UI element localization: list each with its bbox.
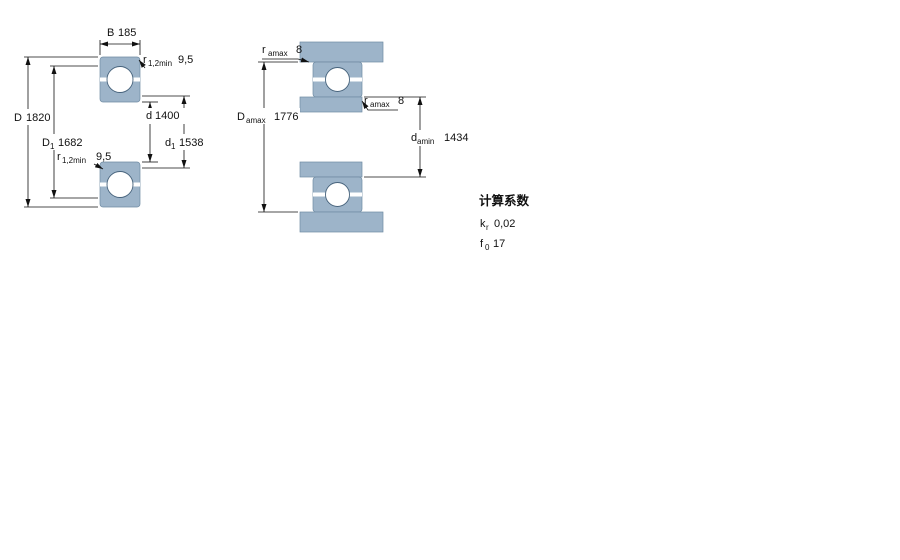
raceway-gap bbox=[313, 192, 326, 197]
label-backing bbox=[40, 134, 92, 150]
dim-ra-mid-value: 8 bbox=[398, 95, 404, 107]
dim-d-value: 1400 bbox=[155, 110, 179, 122]
left-dimension-lines bbox=[24, 40, 190, 208]
dim-D-value: 1820 bbox=[26, 112, 50, 124]
housing-section-bottom bbox=[299, 211, 384, 233]
dim-ra-mid-subscript: amax bbox=[370, 100, 390, 109]
raceway-gap bbox=[132, 77, 140, 82]
bearing-section-shapes bbox=[99, 56, 141, 208]
raceway-gap bbox=[313, 77, 326, 82]
left-dimension-labels: B 185 r 1,2min 9,5 D 1820 D 1 1682 d 140… bbox=[12, 27, 214, 165]
raceway-gap bbox=[132, 182, 140, 187]
shaft-shoulder-top bbox=[299, 96, 363, 113]
factor-f0-value: 17 bbox=[493, 238, 505, 250]
dim-r-bottom-value: 9,5 bbox=[96, 151, 111, 163]
dim-r-top-subscript: 1,2min bbox=[148, 59, 172, 68]
dim-r-bottom-subscript: 1,2min bbox=[62, 156, 86, 165]
dim-d-symbol: d bbox=[146, 110, 152, 122]
dim-Da-symbol: D bbox=[237, 111, 245, 123]
left-bearing-view: B 185 r 1,2min 9,5 D 1820 D 1 1682 d 140… bbox=[12, 27, 214, 208]
dim-d1-value: 1538 bbox=[179, 137, 203, 149]
label-backing bbox=[142, 108, 190, 124]
dim-ra-top-symbol: r bbox=[262, 44, 266, 56]
dim-D1-value: 1682 bbox=[58, 137, 82, 149]
factor-f0-subscript: 0 bbox=[485, 243, 490, 252]
right-mounting-view: r amax 8 D amax 1776 r amax 8 d amin 143… bbox=[234, 41, 472, 233]
dim-D1-subscript: 1 bbox=[50, 142, 55, 151]
label-backing bbox=[234, 108, 300, 124]
dim-Da-subscript: amax bbox=[246, 116, 266, 125]
mounting-section-shapes bbox=[299, 41, 384, 233]
factor-kr-value: 0,02 bbox=[494, 218, 515, 230]
dim-d1-symbol: d bbox=[165, 137, 171, 149]
dim-D-symbol: D bbox=[14, 112, 22, 124]
housing-section-top bbox=[299, 41, 384, 63]
dim-da-value: 1434 bbox=[444, 132, 468, 144]
raceway-gap bbox=[349, 77, 362, 82]
dim-B-symbol: B bbox=[107, 27, 114, 39]
dim-ra-top-subscript: amax bbox=[268, 49, 288, 58]
shaft-shoulder-bottom bbox=[299, 161, 363, 178]
dim-da-subscript: amin bbox=[417, 137, 434, 146]
label-backing bbox=[408, 130, 472, 146]
ball-bottom bbox=[106, 171, 134, 198]
ball-top bbox=[325, 67, 350, 92]
ball-top bbox=[106, 66, 134, 93]
factors-title: 计算系数 bbox=[479, 193, 530, 208]
calculation-factors: 计算系数 k r 0,02 f 0 17 bbox=[479, 193, 530, 252]
dim-r-top-symbol: r bbox=[143, 54, 147, 66]
factor-f0-symbol: f bbox=[480, 238, 484, 250]
leader-ra-top bbox=[262, 57, 310, 63]
raceway-gap bbox=[100, 77, 108, 82]
dim-ra-mid-symbol: r bbox=[364, 95, 368, 107]
leader-ra-mid bbox=[361, 100, 398, 111]
dim-da-symbol: d bbox=[411, 132, 417, 144]
dim-D1-symbol: D bbox=[42, 137, 50, 149]
label-backing bbox=[162, 134, 214, 150]
leader-r-top bbox=[138, 59, 146, 69]
ball-bottom bbox=[325, 182, 350, 207]
label-backing bbox=[12, 109, 52, 125]
dim-ra-top-value: 8 bbox=[296, 44, 302, 56]
dim-r-top-value: 9,5 bbox=[178, 54, 193, 66]
dim-d1-subscript: 1 bbox=[171, 142, 176, 151]
dim-Da-value: 1776 bbox=[274, 111, 298, 123]
raceway-gap bbox=[349, 192, 362, 197]
leader-r-bottom bbox=[93, 162, 104, 170]
right-dimension-labels: r amax 8 D amax 1776 r amax 8 d amin 143… bbox=[234, 44, 472, 146]
factor-kr-symbol: k bbox=[480, 218, 486, 230]
raceway-gap bbox=[100, 182, 108, 187]
dim-B-value: 185 bbox=[118, 27, 136, 39]
right-dimension-lines bbox=[258, 57, 426, 213]
factor-kr-subscript: r bbox=[486, 223, 489, 232]
dim-r-bottom-symbol: r bbox=[57, 151, 61, 163]
